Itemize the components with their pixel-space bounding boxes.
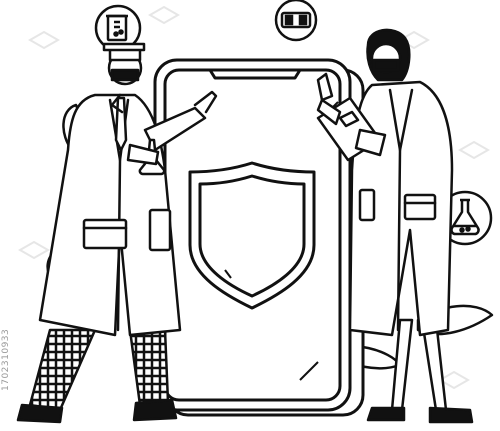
left-leg xyxy=(28,328,97,412)
coat-pocket xyxy=(82,218,128,250)
phone-notch xyxy=(208,69,302,80)
stock-id-label: 1702310933 xyxy=(1,328,11,392)
female-scientist xyxy=(316,28,474,424)
beaker-icon xyxy=(94,4,142,52)
shield-icon xyxy=(188,161,316,310)
right-leg xyxy=(128,328,170,407)
male-scientist xyxy=(16,42,218,424)
pill-capsule-icon xyxy=(274,0,318,42)
